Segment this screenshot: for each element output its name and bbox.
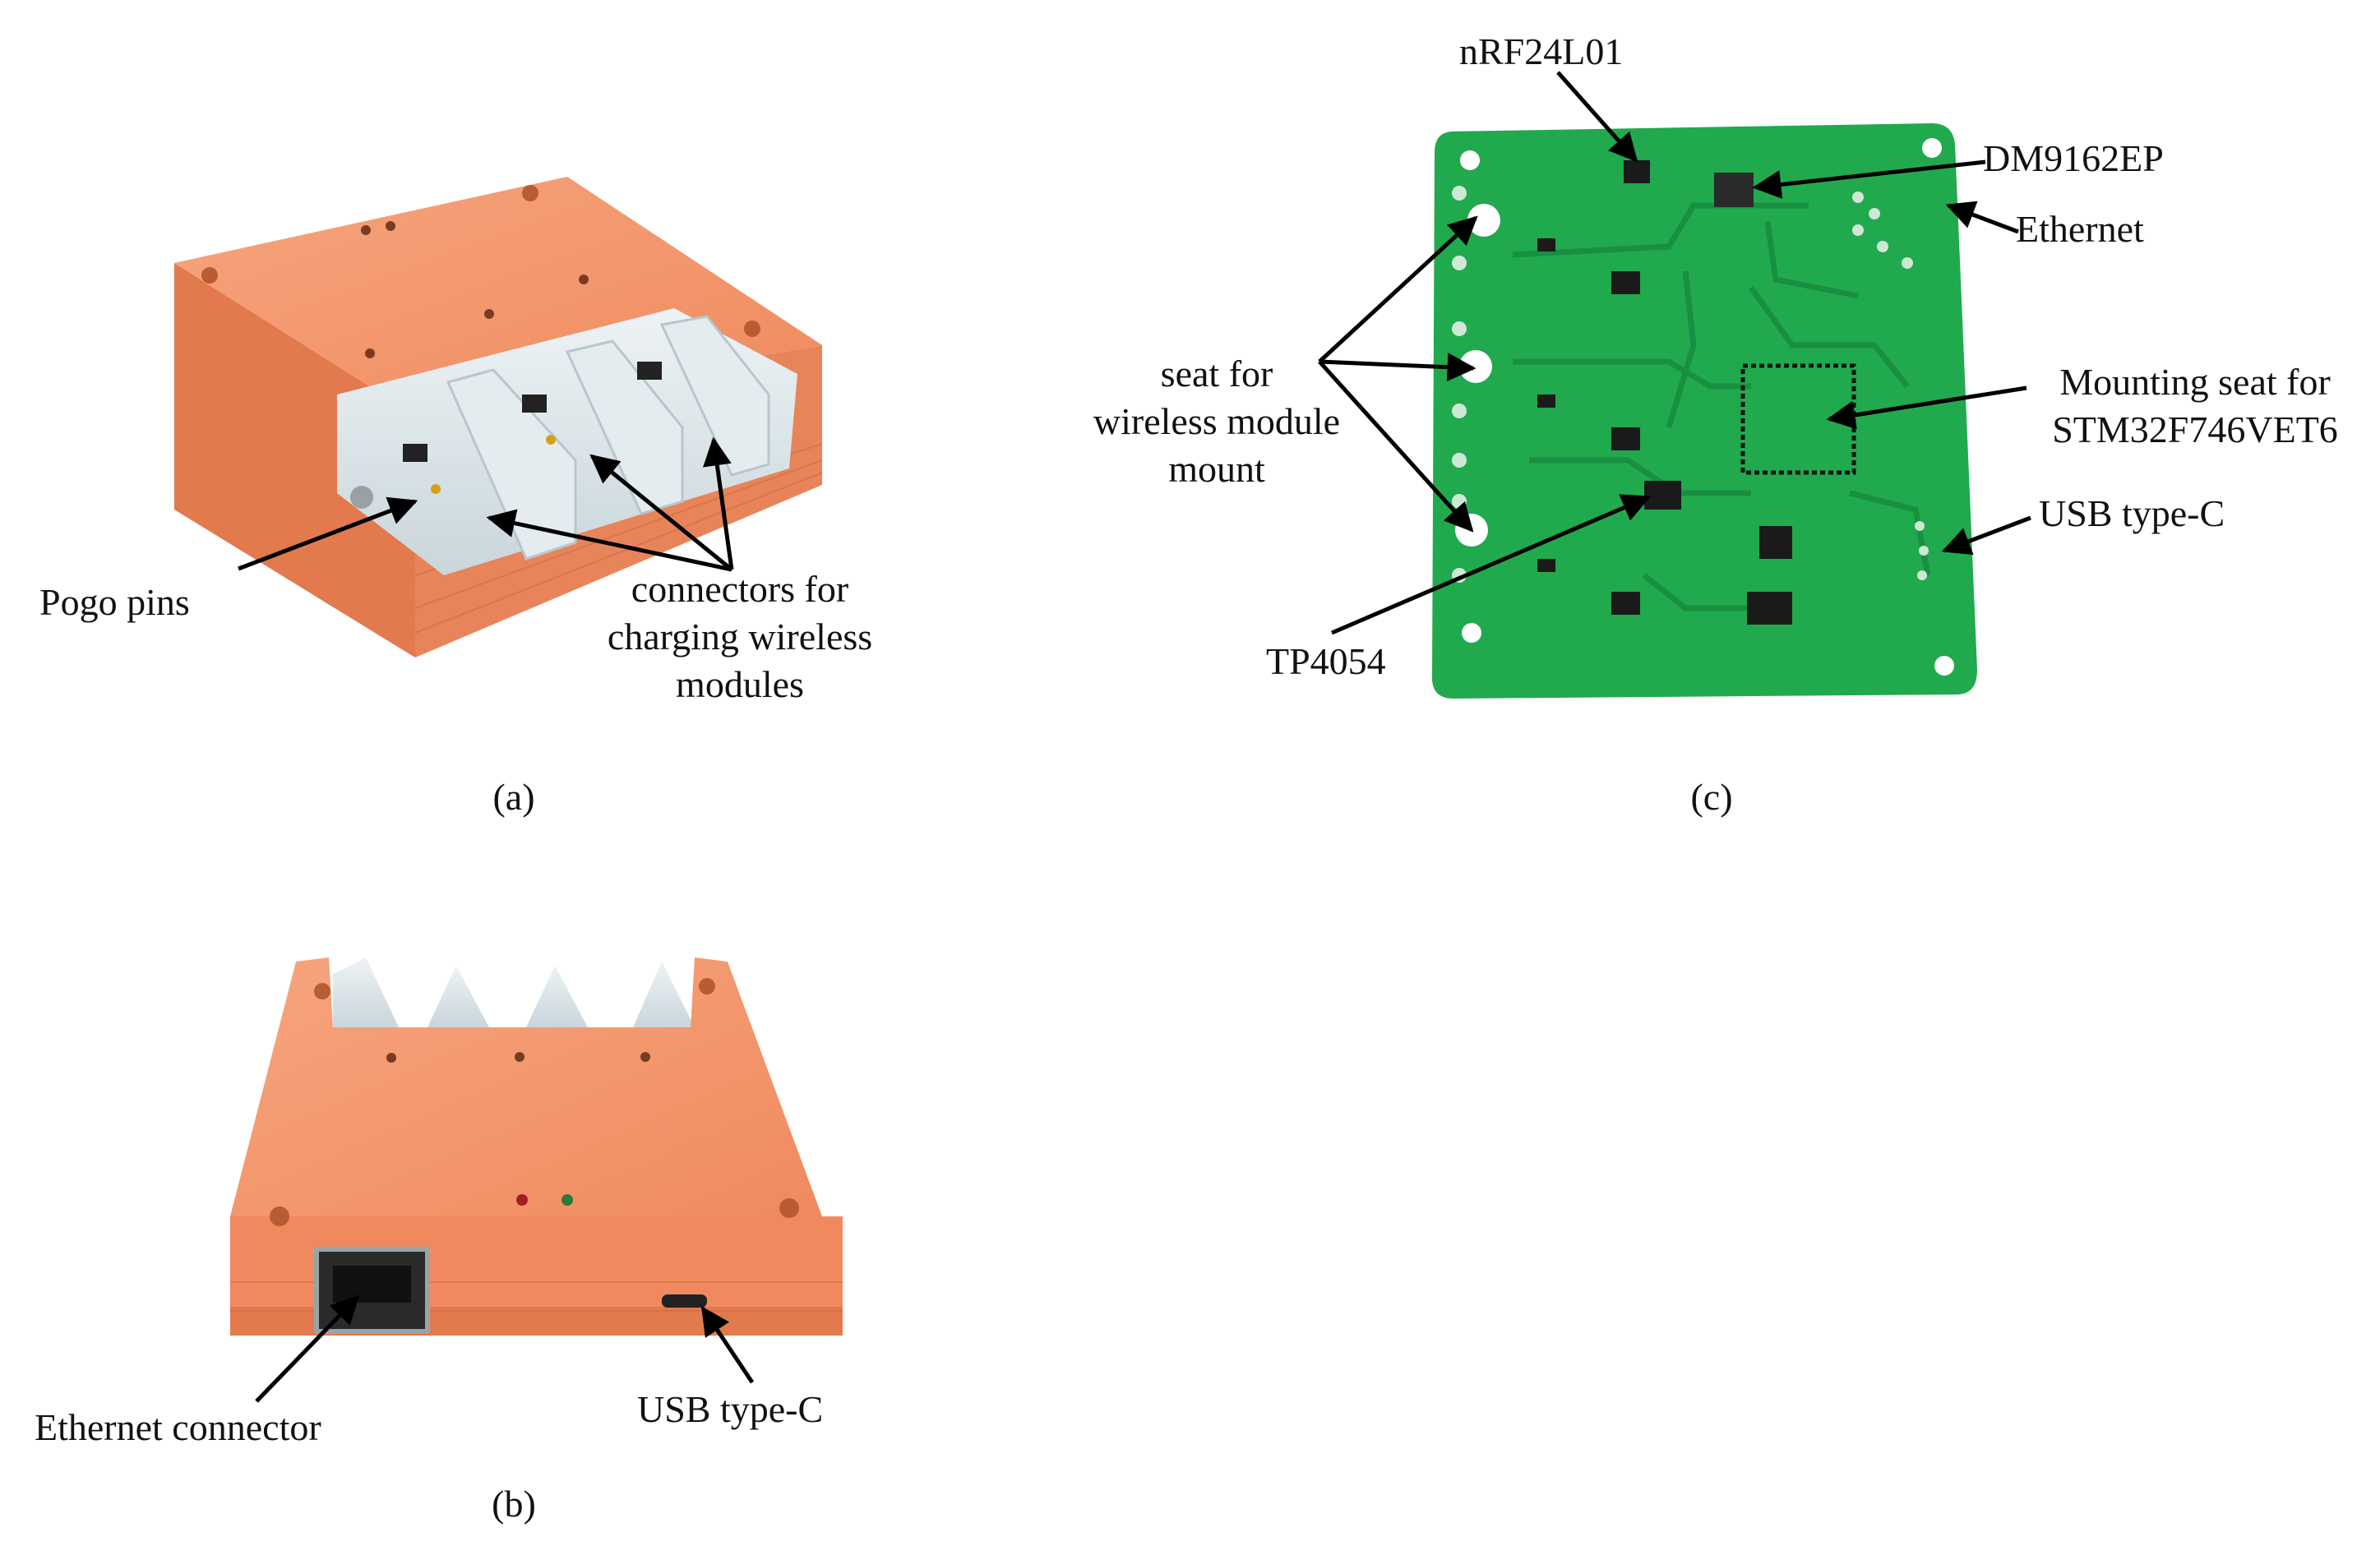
panel-b-arrows [255, 1294, 755, 1403]
label-usb-type-c-b: USB type-C [637, 1388, 823, 1430]
label-tp4054: TP4054 [1266, 640, 1386, 682]
label-mcu-line1: Mounting seat for [2059, 361, 2331, 403]
panel-a-arrows [238, 436, 734, 572]
panel-c-arrows [1318, 71, 2031, 635]
label-seat-line1: seat for [1161, 353, 1273, 395]
label-connectors-line2: charging wireless [608, 616, 872, 658]
panel-b-photo [230, 957, 843, 1336]
caption-a: (a) [492, 776, 534, 818]
panel-a-photo [174, 177, 823, 658]
label-seat-line3: mount [1168, 448, 1265, 490]
caption-b: (b) [492, 1483, 536, 1525]
label-connectors-line3: modules [676, 663, 804, 705]
label-nrf24l01: nRF24L01 [1459, 30, 1623, 72]
label-ethernet-connector: Ethernet connector [35, 1406, 321, 1448]
caption-c: (c) [1690, 776, 1732, 818]
panel-c-photo [1431, 123, 1977, 699]
label-usb-type-c-c: USB type-C [2039, 492, 2225, 534]
label-dm9162ep: DM9162EP [1983, 137, 2164, 179]
label-pogo-pins: Pogo pins [39, 581, 190, 623]
label-mcu-line2: STM32F746VET6 [2052, 408, 2338, 450]
label-ethernet: Ethernet [2016, 208, 2144, 250]
label-connectors-line1: connectors for [631, 568, 848, 610]
label-seat-line2: wireless module [1093, 400, 1340, 442]
